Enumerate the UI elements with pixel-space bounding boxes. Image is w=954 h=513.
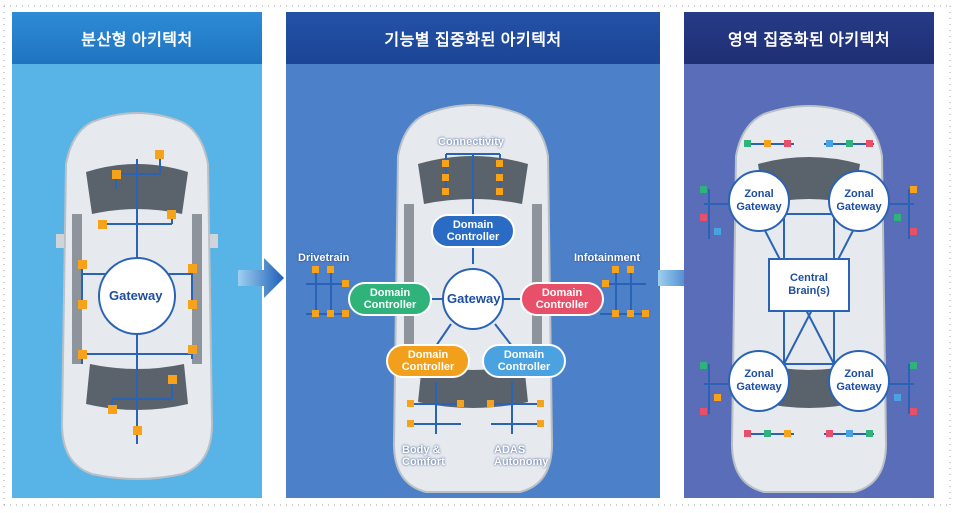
car-top-view	[56, 112, 218, 480]
label-adas-autonomy: ADAS Autonomy	[494, 444, 548, 468]
panel-domain: 기능별 집중화된 아키텍처	[286, 12, 660, 498]
panel-body: Connectivity Drivetrain Infotainment Bod…	[286, 64, 660, 498]
label-body-line1: Body &	[402, 444, 441, 456]
ecu-nodes	[78, 150, 197, 435]
panel-zonal: 영역 집중화된 아키텍처	[684, 12, 934, 498]
gateway-circle	[442, 268, 504, 330]
label-adas-line2: Autonomy	[494, 456, 549, 468]
label-infotainment: Infotainment	[574, 252, 640, 264]
panel-title: 영역 집중화된 아키텍처	[684, 12, 934, 64]
label-body-comfort: Body & Comfort	[402, 444, 445, 468]
panel-distributed: 분산형 아키텍처	[12, 12, 262, 498]
gateway-circle	[98, 257, 176, 335]
gateway-label: Gateway	[447, 291, 501, 306]
label-connectivity: Connectivity	[438, 136, 505, 148]
label-drivetrain: Drivetrain	[298, 252, 350, 264]
gateway-label: Gateway	[109, 288, 163, 303]
car-top-view	[306, 104, 649, 493]
panel-title: 분산형 아키텍처	[12, 12, 262, 64]
panel-body: Gateway	[12, 64, 262, 498]
label-adas-line1: ADAS	[494, 444, 526, 456]
label-body-line2: Comfort	[402, 456, 445, 468]
ecu-nodes	[700, 140, 917, 437]
arrow-icon	[238, 258, 284, 298]
panel-title: 기능별 집중화된 아키텍처	[286, 12, 660, 64]
ecu-nodes	[312, 160, 649, 427]
